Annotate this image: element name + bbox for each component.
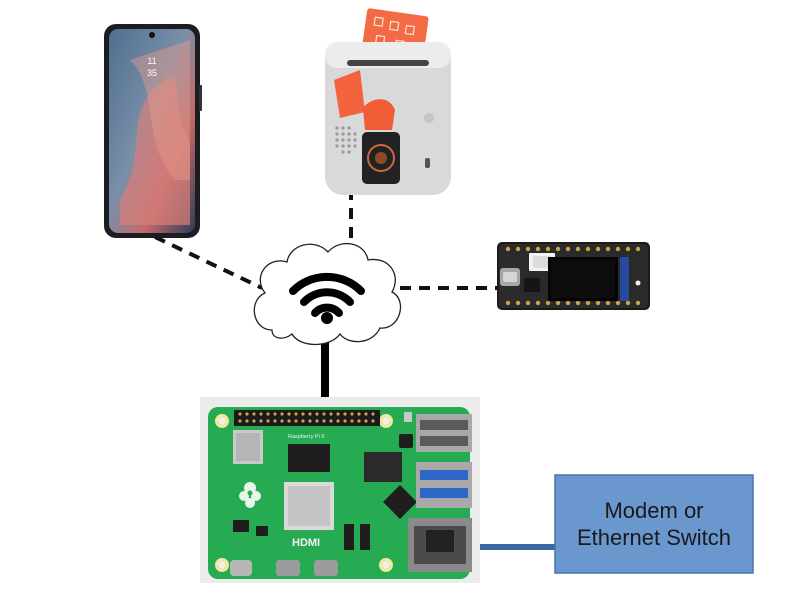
microcontroller-display-board — [497, 242, 650, 310]
phone-wifi-link — [154, 235, 263, 290]
card-reader-device — [325, 8, 451, 195]
modem-box — [554, 474, 754, 574]
raspberry-pi-board: Raspberry Pi 5 HDMI — [200, 397, 480, 583]
raspberry-logo — [239, 482, 261, 508]
svg-text:35: 35 — [147, 68, 157, 78]
svg-text:11: 11 — [147, 56, 156, 66]
hdmi-label: HDMI — [292, 537, 320, 549]
wifi-icon — [289, 272, 365, 317]
board-model-text: Raspberry Pi 5 — [288, 434, 324, 440]
wifi-cloud — [253, 242, 402, 346]
smartphone: 11 35 — [104, 24, 202, 238]
